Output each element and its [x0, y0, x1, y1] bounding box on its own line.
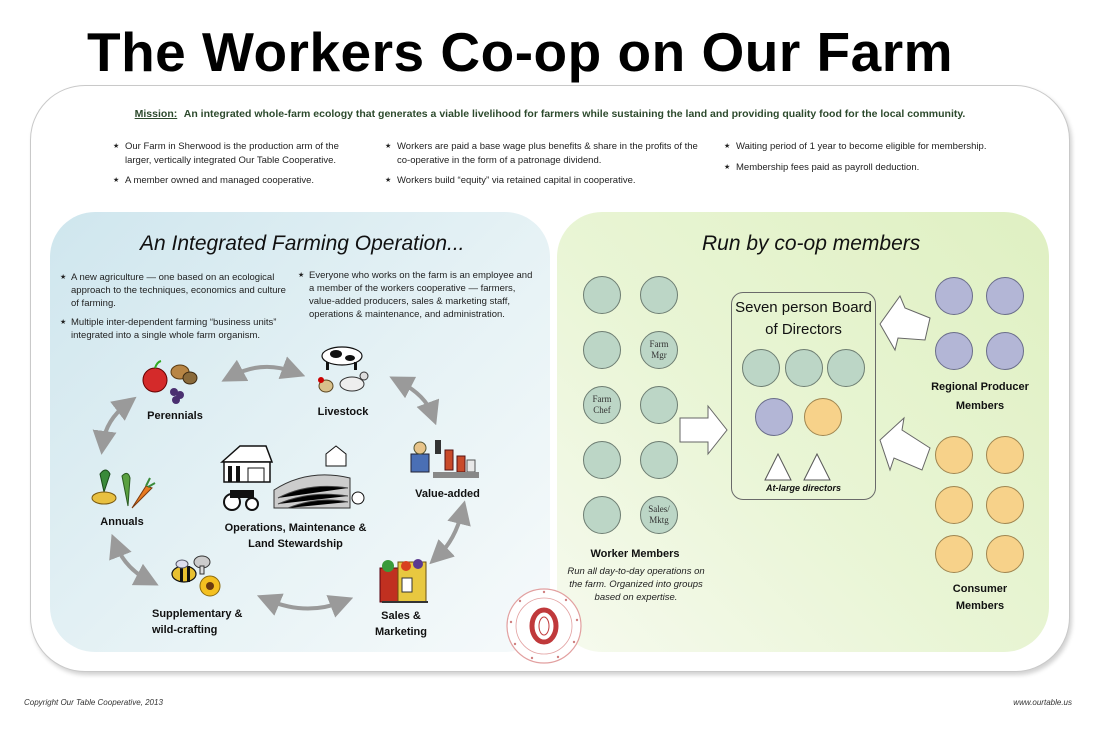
board-worker-director	[742, 349, 780, 387]
at-large-director-triangles	[764, 452, 831, 481]
arrow-perennials-annuals	[92, 396, 137, 455]
left-bullets-b: Everyone who works on the farm is an emp…	[298, 269, 538, 327]
farm-mgr-label: Farm Mgr	[649, 339, 669, 360]
worker-member-circle	[583, 441, 621, 479]
worker-members-note: Run all day-to-day operations on the far…	[567, 566, 705, 603]
livestock-animals-icon	[318, 346, 369, 393]
annuals-vegetables-icon	[91, 469, 156, 509]
bullet-item: A member owned and managed cooperative.	[113, 174, 353, 188]
board-of-directors-box	[731, 292, 876, 500]
board-worker-director	[827, 349, 865, 387]
arrow-consumer-to-board	[879, 416, 931, 472]
regional-label-line2: Members	[955, 400, 1005, 412]
bullet-item: Waiting period of 1 year to become eligi…	[724, 140, 1024, 154]
bullet-item: A new agriculture — one based on an ecol…	[60, 271, 292, 310]
bullet-column-3: Waiting period of 1 year to become eligi…	[724, 140, 1024, 181]
worker-member-circle	[583, 496, 621, 534]
sales-produce-basket-icon	[379, 559, 428, 603]
worker-members-label: Worker Members	[590, 548, 680, 560]
arrow-livestock-valueadded	[389, 376, 440, 426]
bullet-item: Everyone who works on the farm is an emp…	[298, 269, 538, 321]
consumer-label-line1: Consumer	[952, 583, 1008, 595]
consumer-member-circle	[986, 436, 1024, 474]
unit-annuals: Annuals	[100, 516, 144, 528]
arrow-perennials-livestock	[221, 356, 306, 382]
unit-sales-line2: Marketing	[375, 626, 427, 638]
board-producer-director	[755, 398, 793, 436]
bullet-item: Our Farm in Sherwood is the production a…	[113, 140, 353, 167]
website-footer: www.ourtable.us	[1013, 698, 1072, 707]
unit-operations: Operations, Maintenance & Land Stewardsh…	[218, 520, 373, 552]
worker-member-circle	[583, 331, 621, 369]
unit-livestock: Livestock	[317, 406, 369, 418]
arrow-regional-to-board	[879, 294, 931, 352]
mission-statement: Mission: An integrated whole-farm ecolog…	[40, 108, 1060, 120]
our-table-seal-logo	[506, 588, 582, 664]
unit-operations-line1: Operations, Maintenance &	[224, 522, 367, 534]
consumer-members-label: Consumer Members	[930, 581, 1030, 615]
board-title: Seven person Board of Directors	[735, 299, 872, 338]
consumer-member-circle	[935, 436, 973, 474]
unit-value-added: Value-added	[415, 488, 480, 500]
regional-member-circle	[935, 277, 973, 315]
farm-chef-label: Farm Chef	[592, 394, 612, 415]
regional-member-circle	[986, 332, 1024, 370]
sales-mktg-label: Sales/ Mktg	[648, 504, 670, 525]
arrow-workers-to-board	[679, 404, 728, 456]
mission-text: An integrated whole-farm ecology that ge…	[183, 108, 966, 120]
left-bullets-a: A new agriculture — one based on an ecol…	[60, 271, 292, 348]
unit-supplementary-line2: wild-crafting	[152, 624, 218, 636]
arrow-supplementary-sales	[256, 593, 354, 618]
consumer-member-circle	[935, 535, 973, 573]
perennials-fruit-icon	[142, 360, 198, 404]
worker-member-farm-mgr: Farm Mgr	[640, 331, 678, 369]
worker-member-sales-mktg: Sales/ Mktg	[640, 496, 678, 534]
worker-member-circle	[640, 276, 678, 314]
at-large-label: At-large directors	[765, 483, 842, 493]
worker-member-circle	[640, 441, 678, 479]
copyright-footer: Copyright Our Table Cooperative, 2013	[24, 698, 163, 707]
board-consumer-director	[804, 398, 842, 436]
bullet-item: Workers build “equity” via retained capi…	[385, 174, 705, 188]
right-panel-title: Run by co-op members	[702, 232, 921, 255]
consumer-label-line2: Members	[955, 600, 1005, 612]
regional-member-circle	[986, 277, 1024, 315]
unit-supplementary: Supplementary & wild-crafting	[152, 606, 248, 638]
bullet-item: Workers are paid a base wage plus benefi…	[385, 140, 705, 167]
supplementary-bee-flower-icon	[171, 555, 221, 597]
unit-sales-line1: Sales &	[381, 610, 421, 622]
regional-member-circle	[935, 332, 973, 370]
value-added-icon	[410, 440, 479, 478]
left-panel-title: An Integrated Farming Operation...	[140, 232, 465, 255]
worker-member-circle	[583, 276, 621, 314]
bullet-column-1: Our Farm in Sherwood is the production a…	[113, 140, 353, 195]
board-worker-director	[785, 349, 823, 387]
unit-operations-line2: Land Stewardship	[248, 538, 343, 550]
worker-member-farm-chef: Farm Chef	[583, 386, 621, 424]
bullet-item: Membership fees paid as payroll deductio…	[724, 161, 1024, 175]
regional-producer-label: Regional Producer Members	[918, 378, 1042, 416]
consumer-member-circle	[986, 535, 1024, 573]
mission-label: Mission:	[134, 108, 178, 120]
page-title: The Workers Co-op on Our Farm	[86, 21, 954, 83]
unit-perennials: Perennials	[147, 410, 203, 422]
worker-member-circle	[640, 386, 678, 424]
consumer-member-circle	[935, 486, 973, 524]
bullet-column-2: Workers are paid a base wage plus benefi…	[385, 140, 705, 195]
unit-supplementary-line1: Supplementary &	[152, 608, 243, 620]
arrow-valueadded-sales	[429, 500, 471, 565]
bullet-item: Multiple inter-dependent farming “busine…	[60, 316, 292, 342]
consumer-member-circle	[986, 486, 1024, 524]
regional-label-line1: Regional Producer	[931, 381, 1029, 393]
farm-operations-icon	[220, 445, 365, 511]
arrow-annuals-supplementary	[109, 533, 159, 586]
unit-sales: Sales & Marketing	[363, 608, 439, 640]
